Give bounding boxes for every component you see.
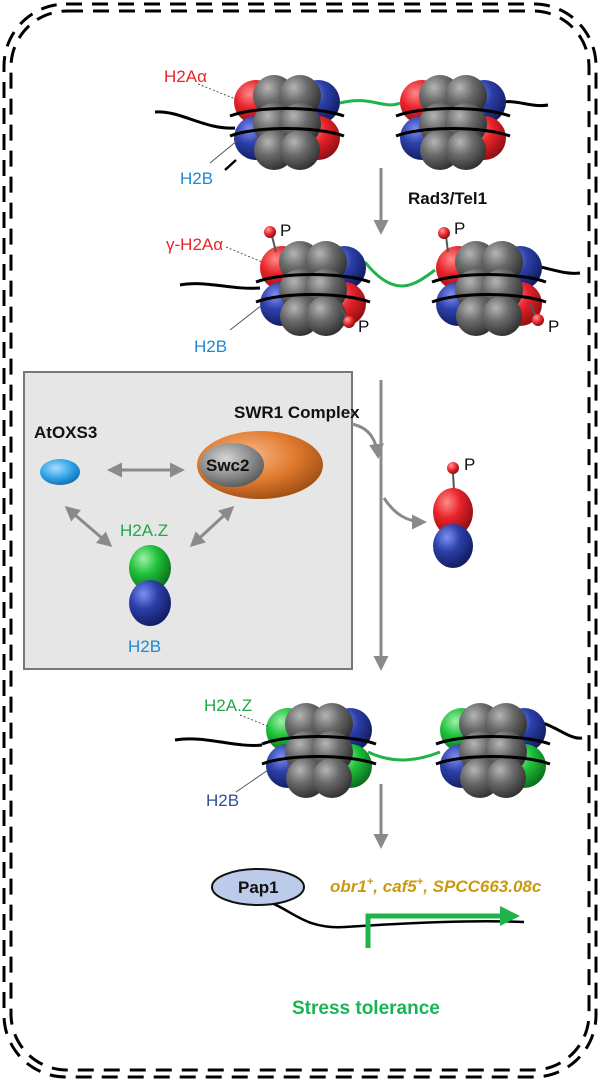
bidirectional-arrow-icon	[189, 505, 235, 548]
linker-dna	[363, 261, 436, 288]
label-leader	[225, 246, 263, 263]
h2a-alpha-label: H2Aα	[164, 67, 207, 86]
flow-arrow	[382, 497, 427, 530]
swr1-label: SWR1 Complex	[234, 403, 360, 422]
h2b-label: H2B	[180, 169, 213, 188]
flow-arrow	[351, 422, 384, 459]
nucleosome-icon	[430, 239, 548, 338]
target-genes-label: obr1+, caf5+, SPCC663.08c	[330, 876, 542, 896]
dna-strand	[174, 737, 263, 747]
atoxs3-icon	[40, 459, 80, 485]
h2b-dimer-icon	[433, 524, 473, 568]
phosphate-icon	[264, 226, 277, 253]
h2az-label: H2A.Z	[120, 521, 168, 540]
stage-1-chromatin: H2Aα H2B	[154, 67, 549, 188]
label-leader	[197, 83, 239, 101]
h2b-label: H2B	[206, 791, 239, 810]
dna-strand	[154, 110, 236, 130]
swc2-label: Swc2	[206, 456, 249, 475]
h2az-label: H2A.Z	[204, 696, 252, 715]
phosphate-icon	[447, 462, 459, 474]
stress-tolerance-label: Stress tolerance	[292, 998, 440, 1019]
promoter-arrow-icon	[365, 906, 520, 948]
pap1-icon	[211, 868, 305, 906]
stage-3-chromatin: H2A.Z H2B	[174, 696, 583, 810]
dna-strand	[179, 282, 261, 290]
label-leader	[239, 714, 271, 728]
stage-2-chromatin: P P P P γ-H2Aα H2B	[166, 219, 581, 356]
label-leader	[229, 304, 263, 331]
swc2-icon	[200, 443, 264, 487]
nucleosome-icon	[228, 73, 346, 172]
gamma-h2a-label: γ-H2Aα	[166, 235, 223, 254]
nucleosome-icon	[260, 701, 378, 800]
label-leader	[209, 139, 239, 164]
phosphate-label: P	[358, 317, 369, 336]
phosphate-icon	[529, 303, 544, 326]
atoxs3-label: AtOXS3	[34, 423, 97, 442]
inner-border	[9, 9, 591, 1072]
h2b-label: H2B	[194, 337, 227, 356]
kinase-label: Rad3/Tel1	[408, 189, 487, 208]
pap1-label: Pap1	[238, 878, 279, 897]
phosphate-icon	[438, 227, 450, 253]
dna-strand	[257, 897, 525, 929]
nucleosome-icon	[394, 73, 512, 172]
phosphate-label: P	[454, 219, 465, 238]
phosphate-label: P	[464, 455, 475, 474]
swr1-panel: AtOXS3 SWR1 Complex Swc2 H2A.Z H2B	[23, 371, 360, 670]
label-leader	[235, 769, 269, 793]
bidirectional-arrow-icon	[64, 506, 113, 547]
released-dimer: P	[433, 455, 475, 568]
h2az-dimer-icon	[129, 545, 171, 591]
phosphate-label: P	[280, 221, 291, 240]
h2b-dimer-icon	[129, 580, 171, 626]
linker-dna	[339, 99, 401, 107]
phosphate-label: P	[548, 317, 559, 336]
linker-dna	[367, 750, 441, 762]
gene-expression: Pap1 obr1+, caf5+, SPCC663.08c	[211, 868, 542, 948]
nucleosome-icon	[434, 701, 552, 800]
phosphate-icon	[339, 304, 355, 328]
h2a-dimer-icon	[433, 488, 473, 536]
h2b-label: H2B	[128, 637, 161, 656]
